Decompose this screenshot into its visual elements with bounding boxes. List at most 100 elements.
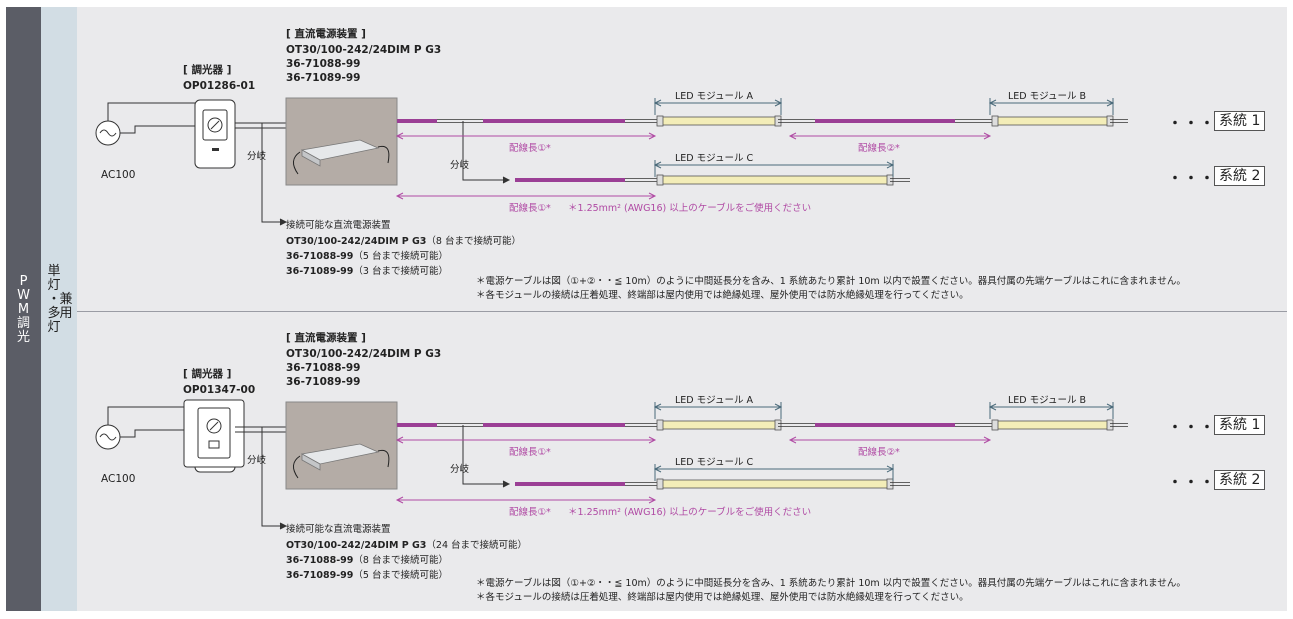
s1-wire-length-1-arrow-left xyxy=(395,132,404,140)
dimmer-title: [ 調光器 ] xyxy=(183,368,232,380)
module-b-label: LED モジュール B xyxy=(1008,395,1087,406)
s1-cable-2 xyxy=(815,119,955,123)
psu-model-1: OT30/100-242/24DIM P G3 xyxy=(286,348,442,360)
branch-label-2: 分岐 xyxy=(450,464,470,475)
cable-note: ＊1.25mm² (AWG16) 以上のケーブルをご使用ください xyxy=(568,507,812,518)
s1-module-b xyxy=(994,116,1111,126)
s2-module-c xyxy=(659,479,891,489)
s1-psu-cable-out xyxy=(397,119,437,123)
s2-psu-device-side xyxy=(301,453,321,471)
s1-branch2-arrow xyxy=(502,176,511,184)
s1-ac-wire-bottom xyxy=(120,125,195,134)
module-b-label: LED モジュール B xyxy=(1008,91,1087,102)
s2-module-a-cap-right xyxy=(774,419,782,431)
wire-length-1: 配線長①* xyxy=(509,447,551,458)
install-note-2: ＊各モジュールの接続は圧着処理、終端部は屋内使用では絶縁処理、屋外使用では防水絶… xyxy=(476,290,969,301)
s1-wire-length-1-arrow-right xyxy=(648,132,657,140)
s1-module-b-cap-left xyxy=(991,115,999,127)
s2-module-a-cap-left xyxy=(656,419,664,431)
s1-psu-cord-left xyxy=(293,151,301,175)
s2-module-b-cap-right xyxy=(1106,419,1114,431)
connectable-row-2: 36-71088-99（8 台まで接続可能） xyxy=(286,555,448,566)
psu-model-2: 36-71088-99 xyxy=(286,362,361,374)
branch-label-2: 分岐 xyxy=(450,160,470,171)
s2-ac-wire-bottom xyxy=(120,429,195,438)
ac-label: AC100 xyxy=(101,473,136,485)
s1-module-a xyxy=(659,116,779,126)
system-2-label: 系統 2 xyxy=(1214,166,1266,186)
s2-cable-1 xyxy=(483,423,625,427)
system-1-label: 系統 1 xyxy=(1214,111,1266,131)
single-multi-label: 単灯・多灯 兼用 xyxy=(41,7,77,611)
s2-ac-wire-top xyxy=(107,406,195,425)
system-2-label: 系統 2 xyxy=(1214,470,1266,490)
s1-ac-wire-top xyxy=(107,102,195,121)
s1-module-a-cap-left xyxy=(656,115,664,127)
psu-model-1: OT30/100-242/24DIM P G3 xyxy=(286,44,442,56)
s2-wire-length-1-arrow-right xyxy=(648,436,657,444)
connectable-title: 接続可能な直流電源装置 xyxy=(286,220,391,231)
s1-module-a-cap-right xyxy=(774,115,782,127)
wire-length-3: 配線長①* xyxy=(509,203,551,214)
s1-module-c-cap-right xyxy=(886,174,894,186)
s2-wire-length-3-arrow-left xyxy=(395,496,404,504)
wire-length-3: 配線長①* xyxy=(509,507,551,518)
diagram-area xyxy=(77,7,1287,611)
module-c-label: LED モジュール C xyxy=(675,153,754,164)
s1-module-b-cap-right xyxy=(1106,115,1114,127)
connectable-title: 接続可能な直流電源装置 xyxy=(286,524,391,535)
s2-branch-line xyxy=(261,427,286,527)
connectable-row-3: 36-71089-99（3 台まで接続可能） xyxy=(286,266,448,277)
s2-module-c-cap-right xyxy=(886,478,894,490)
s2-cable-3 xyxy=(515,482,625,486)
ac-label: AC100 xyxy=(101,169,136,181)
s1-sine-icon xyxy=(99,129,117,137)
psu-model-3: 36-71089-99 xyxy=(286,72,361,84)
s2-wire-length-1-arrow-left xyxy=(395,436,404,444)
s2-psu-cable-out xyxy=(397,423,437,427)
wire-length-1: 配線長①* xyxy=(509,143,551,154)
module-a-label: LED モジュール A xyxy=(675,91,753,102)
s1-module-c-cap-left xyxy=(656,174,664,186)
dimmer-title: [ 調光器 ] xyxy=(183,64,232,76)
s1-dimmer-switch xyxy=(212,148,219,151)
s2-module-a xyxy=(659,420,779,430)
psu-title: [ 直流電源装置 ] xyxy=(286,28,366,40)
s1-wire-length-3-arrow-left xyxy=(395,192,404,200)
psu-model-3: 36-71089-99 xyxy=(286,376,361,388)
s2-cable-2 xyxy=(815,423,955,427)
s1-branch-line xyxy=(261,123,286,223)
s1-wire-length-2-arrow-right xyxy=(983,132,992,140)
module-c-label: LED モジュール C xyxy=(675,457,754,468)
connectable-row-3: 36-71089-99（5 台まで接続可能） xyxy=(286,570,448,581)
psu-title: [ 直流電源装置 ] xyxy=(286,332,366,344)
section-divider xyxy=(77,311,1287,312)
s2-psu-cord-left xyxy=(293,455,301,479)
connectable-row-1: OT30/100-242/24DIM P G3（24 台まで接続可能） xyxy=(286,540,528,551)
s2-module-b xyxy=(994,420,1111,430)
wire-length-2: 配線長②* xyxy=(858,143,900,154)
s1-dimmer-knob-needle xyxy=(210,120,220,130)
s1-psu-cord-right xyxy=(377,145,390,164)
module-a-label: LED モジュール A xyxy=(675,395,753,406)
s2-wire-length-2-arrow-left xyxy=(788,436,797,444)
install-note-2: ＊各モジュールの接続は圧着処理、終端部は屋内使用では絶縁処理、屋外使用では防水絶… xyxy=(476,592,969,603)
branch-label: 分岐 xyxy=(247,151,267,162)
s1-psu-box xyxy=(285,97,398,186)
dimmer-model: OP01347-00 xyxy=(183,384,256,396)
s2-psu-box xyxy=(285,401,398,490)
wire-length-2: 配線長②* xyxy=(858,447,900,458)
psu-model-2: 36-71088-99 xyxy=(286,58,361,70)
dimmer-model: OP01286-01 xyxy=(183,80,256,92)
s1-cable-3 xyxy=(515,178,625,182)
s1-psu-device-side xyxy=(301,149,321,167)
s1-wire-length-2-arrow-left xyxy=(788,132,797,140)
s1-module-c xyxy=(659,175,891,185)
s2-sine-icon xyxy=(99,433,117,441)
s1-branch2-line xyxy=(462,121,508,181)
branch-label: 分岐 xyxy=(247,455,267,466)
s2-wire-length-2-arrow-right xyxy=(983,436,992,444)
install-note-1: ＊電源ケーブルは図（①+②・・≦ 10m）のように中間延長分を含み、1 系統あた… xyxy=(476,276,1186,287)
s2-branch2-line xyxy=(462,425,508,485)
